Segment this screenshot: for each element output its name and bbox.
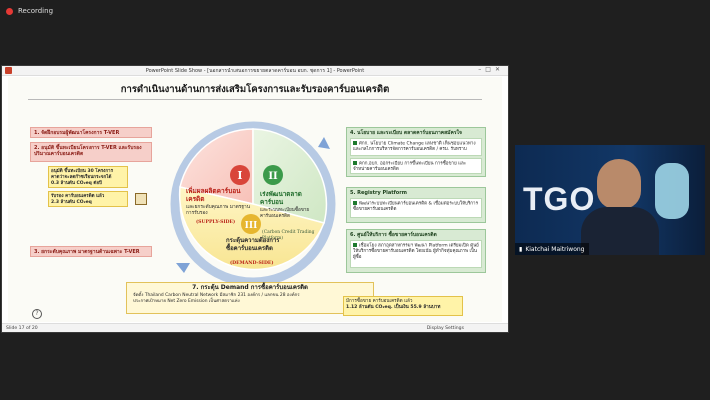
- right-item-5: 5. Registry Platform พัฒนาระบบทะเบียนคาร…: [346, 187, 486, 223]
- demand-box-text: จัดตั้ง Thailand Carbon Neutral Network …: [133, 293, 369, 305]
- display-settings-button[interactable]: Display Settings: [426, 325, 464, 331]
- cycle-arrow-icon: [318, 137, 330, 149]
- left-sub-line5: 2.3 ล้านตัน CO₂eq: [51, 199, 92, 205]
- recording-label: Recording: [18, 7, 54, 15]
- right-item-4-title: 4. นโยบาย และระเบียบ ตลาดคาร์บอนภาคสมัคร…: [350, 130, 462, 136]
- certificate-icon: [135, 193, 147, 205]
- participant-name-tag: ▮ Kiatchai Maitriwong: [515, 243, 589, 255]
- trading-line2: 1.12 ล้านตัน CO₂eq. เป็นเงิน 55.9 ล้านบา…: [346, 305, 441, 311]
- participant-name: Kiatchai Maitriwong: [525, 245, 585, 253]
- video-banner-text: TGO: [523, 181, 596, 217]
- left-sub-line3: 0.3 ล้านตัน CO₂eq ต่อปี: [51, 180, 102, 186]
- right-item-5-detail1: พัฒนาระบบทะเบียนคาร์บอนเครดิต & เชื่อมต่…: [350, 198, 482, 218]
- right-item-4-detail2: คกก.อบก. ออกระเบียบ การขึ้นทะเบียน การซื…: [350, 158, 482, 174]
- right-item-4-detail1: ศกก. นโยบาย Climate Change แห่งชาติ เห็น…: [350, 138, 482, 156]
- trading-summary-box: มีการซื้อขาย คาร์บอนเครดิต แล้ว 1.12 ล้า…: [343, 296, 463, 316]
- trading-line1: มีการซื้อขาย คาร์บอนเครดิต แล้ว: [346, 299, 413, 304]
- right-item-6-title: 6. ศูนย์ให้บริการ ซื้อขายคาร์บอนเครดิต: [350, 232, 437, 238]
- bullet-icon: [353, 201, 357, 205]
- right-item-6-detail1: เชื่อมโยง สภาอุตสาหกรรมฯ พัฒนา Platform …: [350, 240, 482, 268]
- left-item-2: 2. อนุมัติ ขึ้นทะเบียนโครงการ T-VER และร…: [30, 142, 152, 162]
- badge-two-label: II: [268, 171, 278, 182]
- demand-box-title: 7. กระตุ้น Demand การซื้อคาร์บอนเครดิต: [192, 284, 308, 291]
- left-item-3: 3. ยกระดับคุณภาพ มาตรฐานด้านเฉพาะ T-VER: [30, 246, 152, 257]
- status-bar: Slide 17 of 20 Display Settings: [2, 323, 508, 332]
- segment-market-en: (Carbon Credit Trading Platform): [262, 230, 315, 241]
- slide-title: การดำเนินงานด้านการส่งเสริมโครงการและรับ…: [120, 84, 390, 95]
- badge-three-label: III: [245, 221, 258, 231]
- badge-three: [241, 214, 261, 234]
- left-sub-line4: รับรอง คาร์บอนเครดิต แล้ว: [51, 194, 105, 199]
- badge-one-label: I: [237, 169, 242, 182]
- powerpoint-app-icon: [5, 67, 12, 74]
- record-dot-icon: [6, 7, 13, 15]
- right-item-4-detail1-text: ศกก. นโยบาย Climate Change แห่งชาติ เห็น…: [353, 141, 476, 153]
- left-sub-line2: คาดว่าจะลดก๊าซเรือนกระจกได้: [51, 174, 112, 180]
- mascot-icon: [655, 163, 689, 219]
- bullet-icon: [353, 141, 357, 145]
- right-item-5-title: 5. Registry Platform: [350, 190, 407, 196]
- badge-one: [230, 165, 250, 185]
- segment-supply-sub: และยกระดับคุณภาพ มาตรฐานการรับรอง: [186, 205, 251, 217]
- segment-demand-title: กระตุ้นความต้องการซื้อคาร์บอนเครดิต: [226, 237, 280, 252]
- right-item-4-detail2-text: คกก.อบก. ออกระเบียบ การขึ้นทะเบียน การซื…: [353, 161, 467, 173]
- slide-canvas: การดำเนินงานด้านการส่งเสริมโครงการและรับ…: [8, 77, 502, 322]
- cycle-arrow-icon: [176, 263, 190, 273]
- segment-supply-title: เพิ่มผลผลิตคาร์บอนเครดิต: [186, 187, 241, 204]
- audio-signal-icon: ▮: [519, 245, 523, 253]
- demand-line1: จัดตั้ง Thailand Carbon Neutral Network …: [133, 293, 300, 298]
- slide-counter: Slide 17 of 20: [6, 325, 38, 331]
- participant-silhouette: [597, 159, 641, 209]
- badge-two: [263, 165, 283, 185]
- demand-box: 7. กระตุ้น Demand การซื้อคาร์บอนเครดิต จ…: [126, 282, 374, 314]
- segment-market-sub: และระบบทะเบียนซื้อขายคาร์บอนเครดิต: [260, 208, 310, 219]
- right-item-5-detail1-text: พัฒนาระบบทะเบียนคาร์บอนเครดิต & เชื่อมต่…: [353, 201, 478, 213]
- window-title: PowerPoint Slide Show - [นอกสารนำเสนอการ…: [145, 67, 365, 74]
- bullet-icon: [353, 161, 357, 165]
- left-item-1: 1. จัดฝึกอบรมผู้พัฒนาโครงการ T-VER: [30, 127, 152, 138]
- title-divider: [28, 99, 482, 100]
- left-sub-line1: อนุมัติ ขึ้นทะเบียน 30 โครงการ: [51, 169, 113, 174]
- right-item-6-detail1-text: เชื่อมโยง สภาอุตสาหกรรมฯ พัฒนา Platform …: [353, 243, 479, 261]
- segment-market-title: เร่งพัฒนาตลาดคาร์บอน: [260, 191, 302, 207]
- demand-line2: ประกาศเป้าหมาย Net Zero Emission เป็นศาส…: [133, 299, 240, 305]
- segment-supply: [179, 128, 254, 205]
- bullet-icon: [353, 243, 357, 247]
- left-certify-box: รับรอง คาร์บอนเครดิต แล้ว 2.3 ล้านตัน CO…: [48, 191, 128, 207]
- recording-indicator: Recording: [6, 4, 53, 18]
- shared-powerpoint-window: PowerPoint Slide Show - [นอกสารนำเสนอการ…: [2, 66, 508, 332]
- segment-market: [252, 128, 328, 224]
- participant-body: [581, 207, 659, 255]
- window-titlebar: PowerPoint Slide Show - [นอกสารนำเสนอการ…: [2, 66, 508, 76]
- help-icon[interactable]: ?: [32, 309, 42, 319]
- left-approve-box: อนุมัติ ขึ้นทะเบียน 30 โครงการ คาดว่าจะล…: [48, 166, 128, 188]
- right-item-6: 6. ศูนย์ให้บริการ ซื้อขายคาร์บอนเครดิต เ…: [346, 229, 486, 273]
- segment-demand-en: (DEMAND-SIDE): [230, 261, 274, 266]
- right-item-4: 4. นโยบาย และระเบียบ ตลาดคาร์บอนภาคสมัคร…: [346, 127, 486, 177]
- segment-supply-en: (SUPPLY-SIDE): [196, 220, 236, 225]
- participant-video[interactable]: TGO ▮ Kiatchai Maitriwong: [515, 145, 705, 255]
- window-controls[interactable]: –□✕: [478, 66, 504, 73]
